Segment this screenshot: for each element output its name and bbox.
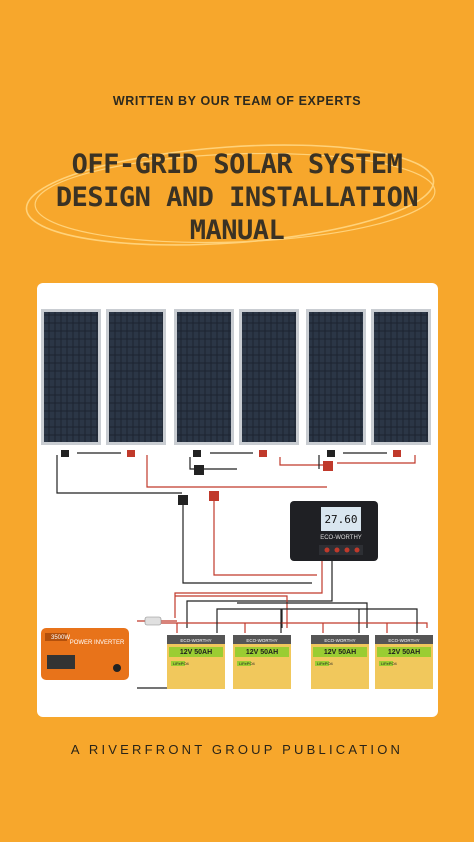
controller-wiring [182,501,317,584]
cover-title: OFF-GRID SOLAR SYSTEM DESIGN AND INSTALL… [20,148,454,247]
wiring-diagram-svg: 27.60 ECO-WORTHY 3500W POWER INVER [41,309,433,689]
battery-1: 12V 50AH ECO-WORTHY LiFePO4 [167,635,225,689]
branch-connector-3 [178,495,188,505]
branch-connector-2 [323,461,333,471]
battery-2: 12V 50AH ECO-WORTHY LiFePO4 [233,635,291,689]
battery-4-brand: ECO-WORTHY [388,638,419,643]
panel-connectors [61,450,401,457]
power-inverter: 3500W POWER INVERTER [41,628,129,680]
panel-wiring [56,452,416,494]
hand-drawn-oval [25,144,436,246]
controller-display: 27.60 [324,513,357,526]
branch-connector-1 [194,465,204,475]
title-line-2: DESIGN AND INSTALLATION [55,182,419,213]
branch-connector-4 [209,491,219,501]
battery-4-rating: 12V 50AH [388,649,420,656]
battery-2-rating: 12V 50AH [246,649,278,656]
battery-4: 12V 50AH ECO-WORTHY LiFePO4 [375,635,433,689]
battery-2-brand: ECO-WORTHY [246,638,277,643]
solar-panel-6 [371,309,431,445]
cover-tagline: WRITTEN BY OUR TEAM OF EXPERTS [112,94,362,108]
title-block: OFF-GRID SOLAR SYSTEM DESIGN AND INSTALL… [20,140,454,260]
solar-panel-5 [306,309,366,445]
battery-wiring [137,561,428,689]
title-line-1: OFF-GRID SOLAR SYSTEM [71,149,403,180]
solar-panel-4 [239,309,299,445]
battery-3-brand: ECO-WORTHY [324,638,355,643]
wiring-diagram: 27.60 ECO-WORTHY 3500W POWER INVER [37,283,438,717]
battery-4-chem: LiFePO4 [381,661,398,666]
fuse [144,616,162,626]
publisher-line: A RIVERFRONT GROUP PUBLICATION [70,742,404,757]
battery-3: 12V 50AH ECO-WORTHY LiFePO4 [311,635,369,689]
solar-panel-1 [41,309,101,445]
solar-panel-2 [106,309,166,445]
title-line-3: MANUAL [189,215,285,246]
inverter-label: POWER INVERTER [70,640,125,646]
battery-2-chem: LiFePO4 [239,661,256,666]
solar-panel-3 [174,309,234,445]
battery-3-rating: 12V 50AH [324,649,356,656]
battery-parallel-wiring [176,608,418,633]
battery-1-rating: 12V 50AH [180,649,212,656]
controller-brand: ECO-WORTHY [320,535,362,541]
battery-1-chem: LiFePO4 [173,661,190,666]
inverter-rating: 3500W [51,635,70,641]
charge-controller: 27.60 ECO-WORTHY [290,501,378,561]
battery-3-chem: LiFePO4 [317,661,334,666]
battery-1-brand: ECO-WORTHY [180,638,211,643]
